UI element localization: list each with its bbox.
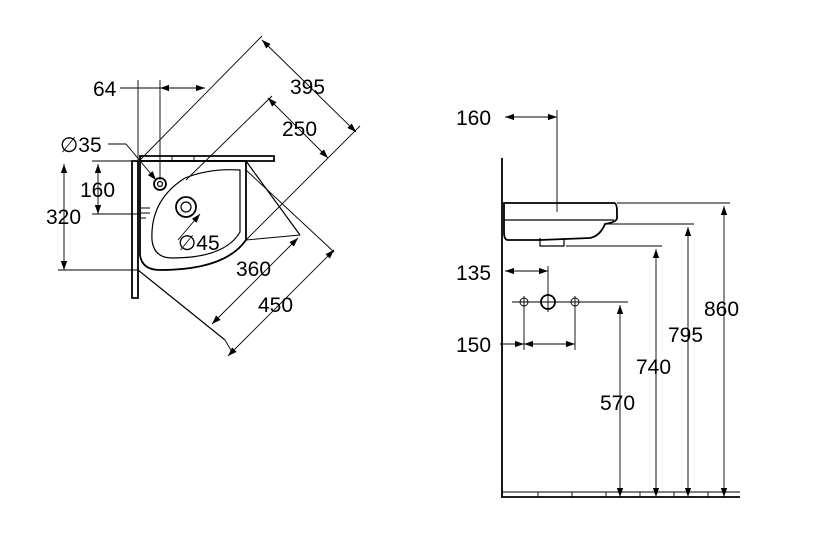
ext-395-left bbox=[139, 35, 263, 161]
ext-250-left bbox=[185, 95, 273, 181]
dim-135-label: 135 bbox=[456, 262, 491, 285]
dim-150-label: 150 bbox=[456, 334, 491, 357]
dim-795-label: 795 bbox=[668, 324, 703, 347]
dim-side-160-label: 160 bbox=[456, 107, 491, 130]
dim-160-label: 160 bbox=[80, 179, 115, 202]
centerlines bbox=[512, 292, 628, 312]
ext-450-left bbox=[224, 339, 233, 353]
dim-dia45-label: ∅45 bbox=[178, 232, 220, 255]
tap-hole-inner bbox=[156, 180, 164, 188]
ext-395-right bbox=[245, 125, 361, 241]
overflow-marks bbox=[140, 207, 150, 219]
corner-edge bbox=[137, 269, 226, 341]
wall-ledge bbox=[139, 155, 275, 162]
ledge-ticks bbox=[171, 156, 195, 161]
leader-dia35 bbox=[108, 143, 157, 181]
basin-bowl bbox=[151, 169, 241, 259]
dim-line-250 bbox=[267, 97, 329, 159]
dim-320-label: 320 bbox=[46, 206, 81, 229]
dim-740-label: 740 bbox=[636, 356, 671, 379]
wall-line bbox=[501, 158, 740, 498]
dim-860-label: 860 bbox=[704, 298, 739, 321]
dim-line-395 bbox=[261, 39, 357, 133]
dim-360-label: 360 bbox=[236, 258, 271, 281]
waste-spigot bbox=[539, 238, 565, 247]
basin-profile bbox=[503, 202, 618, 241]
ext-360 bbox=[245, 234, 301, 241]
waste-outlet bbox=[175, 196, 197, 218]
dim-250-label: 250 bbox=[282, 118, 317, 141]
dim-dia35-label: ∅35 bbox=[60, 134, 102, 157]
corner-edge-2 bbox=[245, 160, 301, 236]
dim-395-label: 395 bbox=[290, 76, 325, 99]
wall-side bbox=[131, 160, 139, 299]
leader-dia45 bbox=[177, 213, 201, 241]
dim-line-450 bbox=[227, 249, 335, 357]
floor-ticks bbox=[537, 492, 709, 497]
ext-450-right bbox=[245, 169, 335, 253]
side-view: 160 135 150 570 740 795 860 bbox=[456, 107, 740, 498]
dim-64-label: 64 bbox=[93, 78, 117, 101]
dim-570-label: 570 bbox=[600, 392, 635, 415]
waste-outlet-inner bbox=[180, 201, 192, 213]
plan-view: 64 395 250 ∅35 160 320 ∅45 360 450 bbox=[46, 35, 361, 357]
dim-450-label: 450 bbox=[258, 294, 293, 317]
